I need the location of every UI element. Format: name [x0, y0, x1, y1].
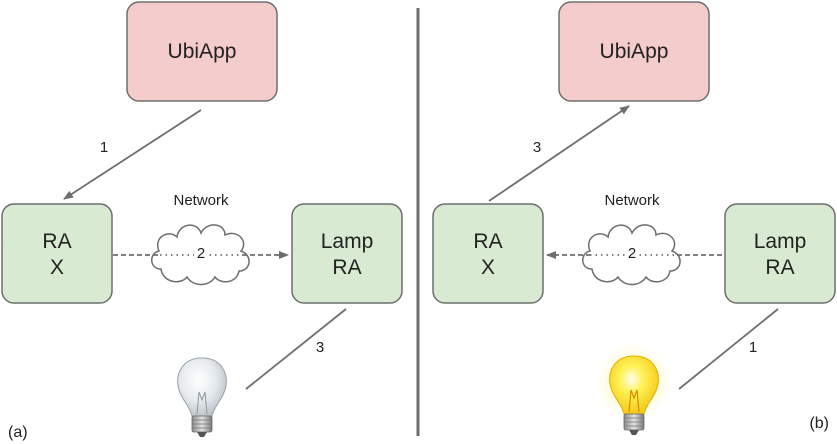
step-label-1-a: 1	[100, 139, 108, 156]
step-label-2-a: 2	[197, 245, 205, 262]
step-label-3-a: 3	[316, 339, 324, 356]
caption-a: (a)	[8, 424, 28, 441]
ra-x-box-a: RA X	[1, 203, 113, 304]
step-label-2-b: 2	[628, 245, 636, 262]
step-label-1-b: 1	[749, 339, 757, 356]
panel-a: UbiApp 1 RA X Network 2 Lamp RA	[1, 1, 403, 441]
ra-x-line1-a: RA	[42, 230, 71, 253]
lightbulb-on-icon	[596, 344, 672, 435]
ra-x-line2-b: X	[481, 256, 495, 279]
arrow-ra-to-app-b	[488, 105, 630, 202]
lamp-ra-box-a: Lamp RA	[291, 203, 403, 304]
lamp-ra-line2-a: RA	[332, 256, 361, 279]
caption-b: (b)	[809, 415, 829, 432]
lamp-ra-line1-b: Lamp	[754, 230, 807, 253]
lightbulb-off-icon	[177, 357, 227, 437]
ra-x-box-b: RA X	[432, 203, 544, 304]
arrow-app-to-ra-a	[63, 109, 202, 200]
line-bulb-to-lamp-b	[678, 308, 779, 390]
network-label-b: Network	[604, 192, 660, 209]
lamp-ra-box-b: Lamp RA	[724, 203, 836, 304]
ra-x-line2-a: X	[50, 256, 64, 279]
ubiapp-box-a: UbiApp	[126, 1, 278, 102]
lamp-ra-line1-a: Lamp	[321, 230, 374, 253]
panel-b: UbiApp 3 RA X Network 2 Lamp RA	[432, 1, 836, 435]
ubiapp-box-b: UbiApp	[558, 1, 710, 102]
network-label-a: Network	[173, 192, 229, 209]
lamp-ra-line2-b: RA	[765, 256, 794, 279]
line-lamp-to-bulb-a	[245, 308, 347, 390]
ubiapp-label-b: UbiApp	[600, 40, 669, 63]
ra-x-line1-b: RA	[473, 230, 502, 253]
ubiapp-label-a: UbiApp	[168, 40, 237, 63]
step-label-3-b: 3	[533, 139, 541, 156]
